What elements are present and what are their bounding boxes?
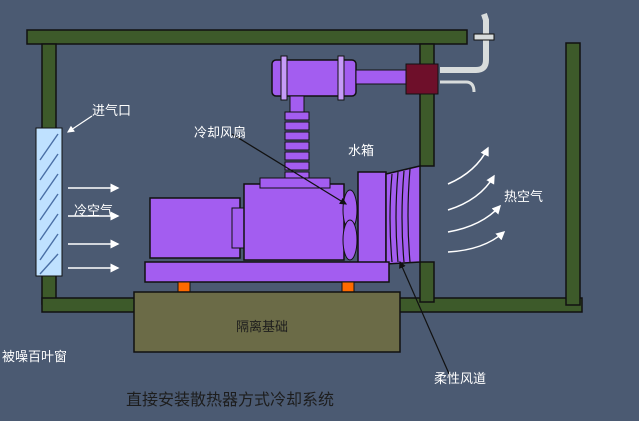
exhaust-valve <box>405 63 439 95</box>
label-isolation-base: 隔离基础 <box>236 320 289 335</box>
label-hot-air: 热空气 <box>504 190 544 205</box>
drain-pipe <box>440 80 476 93</box>
label-air-inlet: 进气口 <box>92 104 132 119</box>
generator <box>149 197 241 259</box>
inner-right-wall-upper <box>419 43 435 167</box>
louver <box>35 127 63 277</box>
leader-cooling-fan <box>231 133 348 205</box>
label-flexible-duct: 柔性风道 <box>434 372 487 387</box>
exhaust-stem <box>289 95 305 113</box>
flexible-duct-shape <box>385 165 421 265</box>
radiator <box>357 171 387 265</box>
pipe-cap <box>473 33 495 41</box>
engine-block <box>243 183 345 261</box>
cold-air-arrows <box>68 183 120 273</box>
inner-right-wall-lower <box>419 261 435 303</box>
skid-frame <box>144 261 390 283</box>
label-cold-air: 冷空气 <box>74 204 114 219</box>
label-water-tank: 水箱 <box>348 144 375 159</box>
isolation-base <box>133 291 401 353</box>
exhaust-pipe <box>440 13 489 73</box>
fan-blade-lower <box>342 219 358 261</box>
vibration-pad-left <box>177 281 191 293</box>
engine-head <box>259 177 331 189</box>
label-louver: 被噪百叶窗 <box>2 350 68 365</box>
diagram-caption: 直接安装散热器方式冷却系统 <box>126 390 335 409</box>
label-cooling-fan: 冷却风扇 <box>194 126 247 141</box>
leader-flexible-duct <box>399 260 451 377</box>
outer-right-wall <box>565 42 581 306</box>
louver-slats <box>39 133 59 275</box>
exhaust-duct <box>355 69 407 85</box>
vibration-pad-right <box>341 281 355 293</box>
muffler-band-right <box>337 55 345 101</box>
exhaust-bellows <box>284 111 310 181</box>
leader-air-inlet <box>67 115 93 133</box>
muffler-band-left <box>280 55 288 101</box>
roof-beam <box>26 29 468 45</box>
hot-air-arrows <box>447 146 506 253</box>
